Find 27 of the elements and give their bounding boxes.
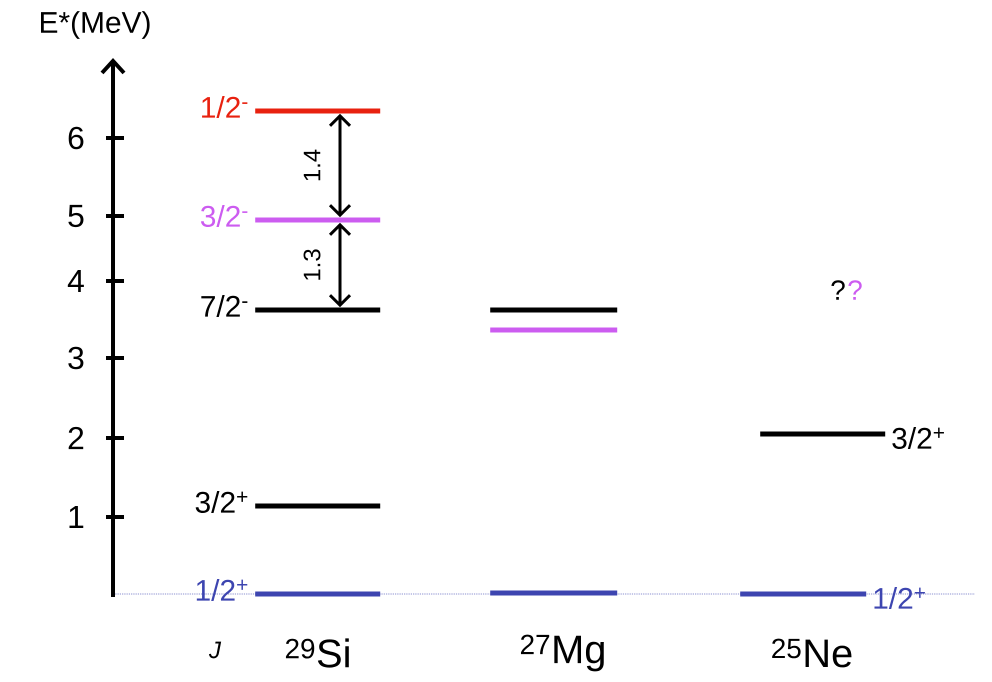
tick-label: 6: [68, 126, 84, 150]
double-arrow: [328, 222, 352, 308]
energy-level-bar: [490, 308, 618, 312]
spin-label: 1/2$^{-}$: [202, 96, 248, 118]
edge-label: 1.4: [302, 148, 322, 184]
energy-level-bar: [490, 590, 618, 596]
question-mark: ?: [848, 280, 862, 300]
spin-label: 1/2$^{+}$: [874, 587, 925, 609]
spin-label: 3/2$^{-}$: [200, 205, 248, 227]
double-arrow: [328, 114, 352, 218]
question-mark: ?: [831, 280, 845, 300]
tick-label: 2: [68, 426, 84, 450]
axis-title: E*(MeV): [41, 11, 150, 39]
isotope-label: $^{25}$Ne: [772, 638, 852, 668]
axis-label: J: [208, 642, 222, 658]
tick-label: 3: [68, 346, 84, 370]
edge-label: 1.3: [302, 247, 322, 283]
tick-label: 5: [68, 204, 84, 228]
tick-label: 4: [68, 270, 84, 292]
isotope-label: $^{29}$Si: [286, 638, 349, 668]
spin-label: 7/2$^{-}$: [201, 295, 248, 317]
spin-label: 1/2$^{+}$: [196, 579, 248, 601]
spin-label: 3/2$^{+}$: [196, 491, 248, 513]
isotope-label: $^{27}$Mg: [520, 634, 604, 672]
energy-level-bar: [490, 328, 618, 332]
spin-label: 3/2$^{+}$: [892, 427, 944, 449]
tick-label: 1: [70, 506, 84, 528]
